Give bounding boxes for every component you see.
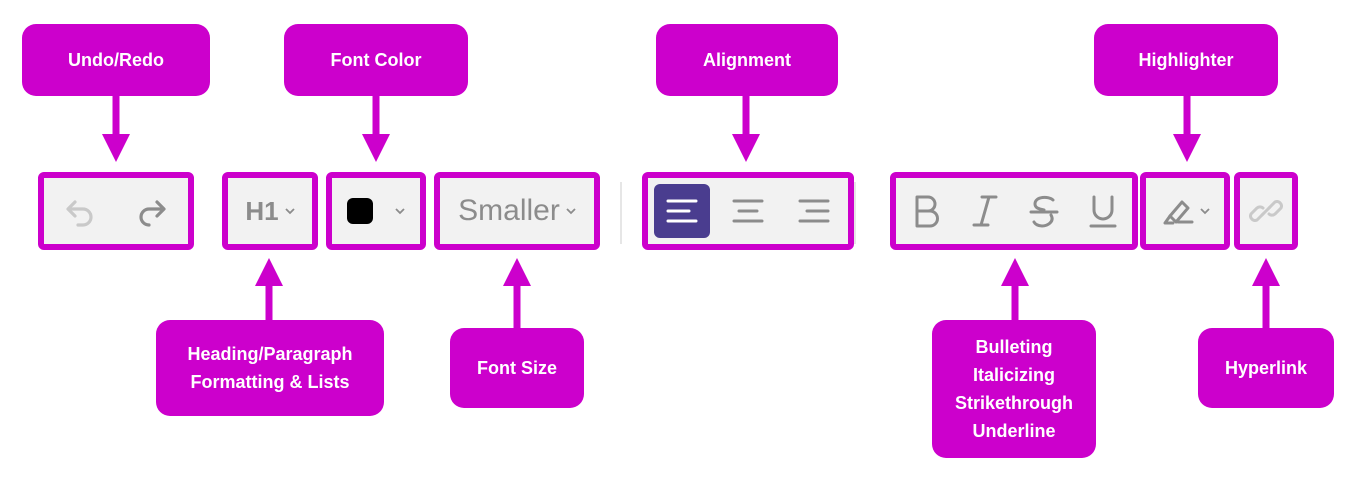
bold-button[interactable]	[901, 186, 951, 236]
callout-text-style-line-2: Italicizing	[972, 365, 1055, 385]
chevron-down-icon	[395, 208, 405, 215]
chevron-down-icon	[1200, 208, 1210, 215]
strikethrough-button[interactable]	[1019, 186, 1069, 236]
font-size-value: Smaller	[458, 194, 560, 227]
alignment-group	[642, 172, 854, 250]
align-center-button[interactable]	[720, 184, 776, 238]
chevron-down-icon	[284, 208, 295, 215]
heading-dropdown-content: H1	[245, 195, 295, 227]
font-color-dropdown-content	[347, 198, 405, 224]
underline-button[interactable]	[1078, 186, 1128, 236]
callout-text-style-line-1: Bulleting	[975, 337, 1053, 357]
link-icon	[1249, 200, 1283, 222]
bold-icon	[915, 195, 939, 228]
highlighter-dropdown[interactable]	[1140, 172, 1230, 250]
text-style-group	[890, 172, 1138, 250]
callout-font-size: Font Size	[450, 328, 584, 408]
font-color-dropdown[interactable]	[326, 172, 426, 250]
font-color-swatch	[347, 198, 373, 224]
callout-alignment: Alignment	[656, 24, 838, 96]
align-right-icon	[798, 199, 830, 223]
highlighter-icon	[1163, 200, 1194, 225]
callout-highlighter: Highlighter	[1094, 24, 1278, 96]
callout-heading: Heading/Paragraph Formatting & Lists	[156, 320, 384, 416]
toolbar-divider	[620, 182, 622, 244]
font-size-dropdown-content: Smaller	[458, 194, 576, 228]
callout-hyperlink: Hyperlink	[1198, 328, 1334, 408]
strikethrough-icon	[1029, 195, 1058, 228]
italic-icon	[972, 195, 997, 227]
undo-button[interactable]	[55, 186, 105, 236]
underline-icon	[1089, 195, 1116, 228]
align-center-icon	[732, 199, 764, 223]
heading-dropdown[interactable]: H1	[222, 172, 318, 250]
chevron-down-icon	[566, 208, 576, 215]
callout-undo-redo: Undo/Redo	[22, 24, 210, 96]
callout-text-style-line-3: Strikethrough	[954, 393, 1073, 413]
hyperlink-button[interactable]	[1234, 172, 1298, 250]
font-size-dropdown[interactable]: Smaller	[434, 172, 600, 250]
align-left-icon	[666, 199, 698, 223]
undo-icon	[66, 200, 93, 227]
callout-font-color: Font Color	[284, 24, 468, 96]
align-right-button[interactable]	[786, 184, 842, 238]
highlighter-dropdown-content	[1160, 196, 1210, 226]
callout-heading-line-2: Formatting & Lists	[190, 372, 350, 392]
callout-text-style-line-4: Underline	[972, 421, 1056, 441]
redo-icon	[139, 200, 166, 227]
align-left-button[interactable]	[654, 184, 710, 238]
toolbar-divider	[854, 182, 856, 244]
undo-redo-group	[38, 172, 194, 250]
redo-button[interactable]	[127, 186, 177, 236]
heading-value: H1	[245, 195, 279, 226]
callout-heading-line-1: Heading/Paragraph	[187, 344, 353, 364]
italic-button[interactable]	[960, 186, 1010, 236]
callout-text-style: Bulleting Italicizing Strikethrough Unde…	[932, 320, 1096, 458]
